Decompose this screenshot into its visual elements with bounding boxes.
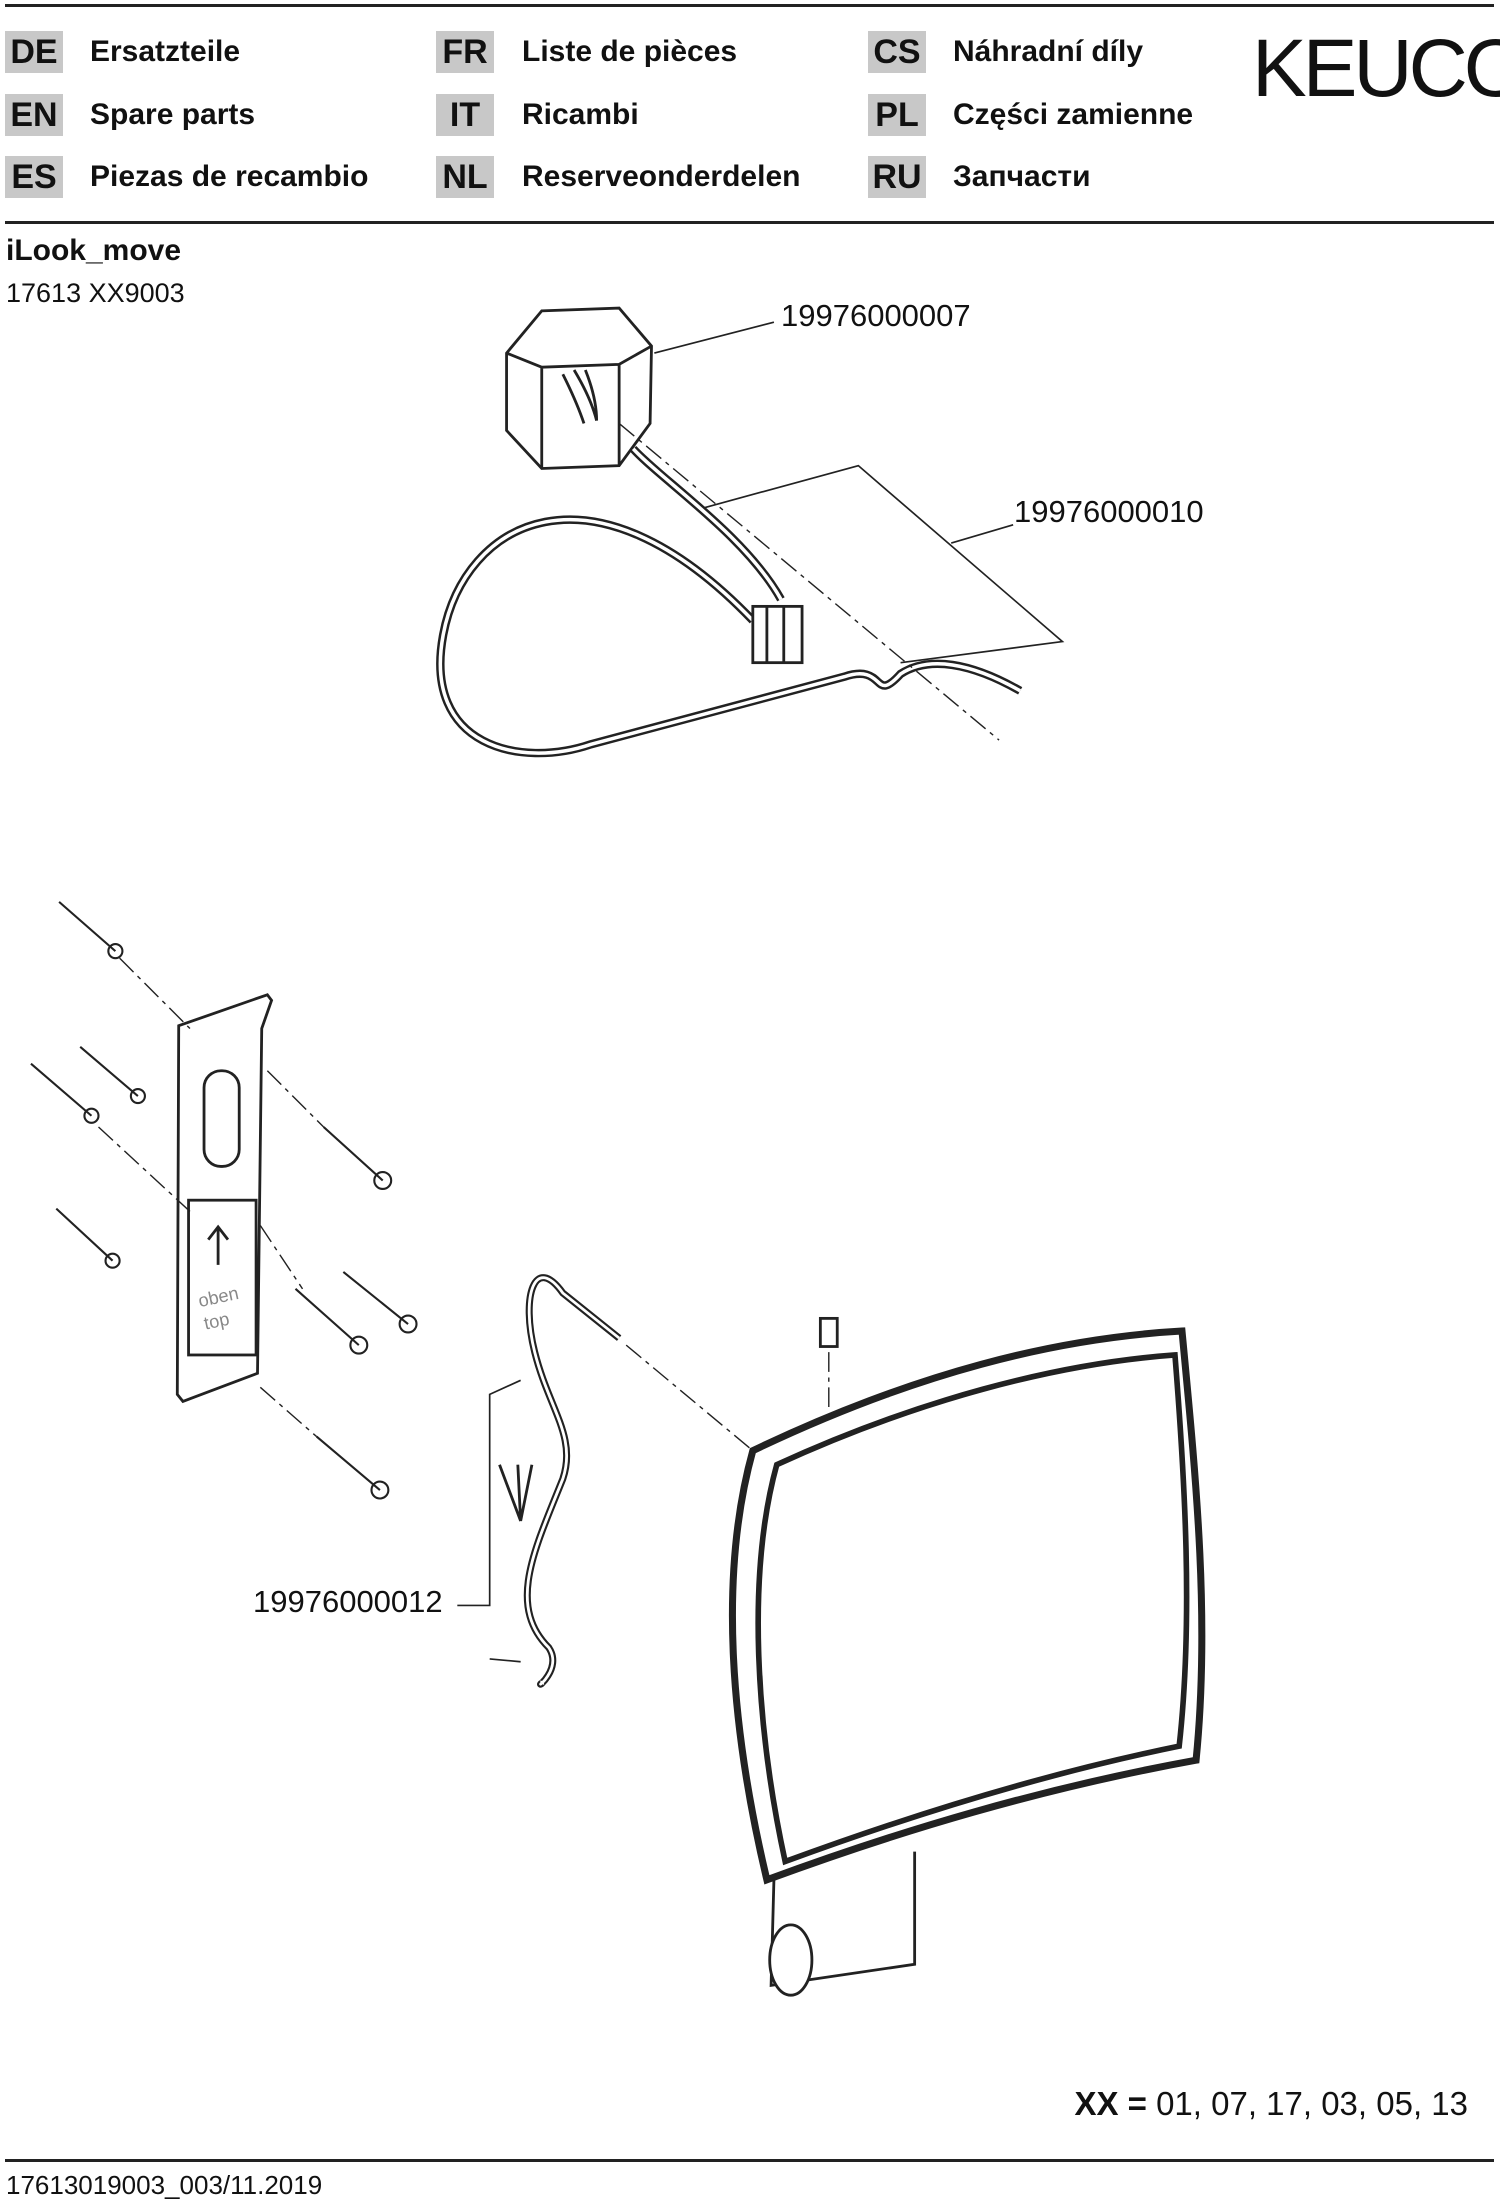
lang-label-cs: Náhradní díly: [953, 35, 1144, 68]
variant-key: XX =: [1074, 2085, 1147, 2122]
leader-012: [457, 1379, 521, 1663]
lang-code-de: DE: [5, 31, 63, 73]
lang-label-en: Spare parts: [90, 98, 256, 131]
mirror: [728, 1327, 1206, 1997]
mirror-cable: [457, 1274, 839, 1688]
variant-values: 01, 07, 17, 03, 05, 13: [1156, 2085, 1468, 2122]
centerline: [618, 422, 1000, 741]
leader-010: [703, 464, 1065, 664]
mounting-plate: oben top: [175, 993, 274, 1404]
lang-label-de: Ersatzteile: [90, 35, 241, 68]
part-number-19976000007: 19976000007: [781, 298, 971, 333]
svg-text:top: top: [202, 1308, 231, 1334]
lang-label-fr: Liste de pièces: [522, 35, 738, 68]
top-rule: [5, 4, 1494, 7]
part-number-19976000012: 19976000012: [253, 1584, 443, 1619]
junction-box: [505, 306, 653, 470]
lang-code-it: IT: [436, 94, 494, 136]
keuco-logo: KEUCO: [1252, 23, 1500, 114]
lang-label-es: Piezas de recambio: [90, 160, 369, 193]
product-name: iLook_move: [6, 234, 182, 267]
lang-code-ru: RU: [868, 156, 926, 198]
lang-code-cs: CS: [868, 31, 926, 73]
lang-code-es: ES: [5, 156, 63, 198]
lang-code-nl: NL: [436, 156, 494, 198]
document-id: 17613019003_003/11.2019: [6, 2170, 323, 2200]
variant-legend: XX = 01, 07, 17, 03, 05, 13: [1074, 2085, 1468, 2123]
screws-and-dowels: [30, 901, 418, 1500]
header-rule: [5, 221, 1494, 224]
lang-label-ru: Запчасти: [953, 160, 1091, 193]
footer-rule: [5, 2159, 1494, 2162]
part-number-19976000010: 19976000010: [1014, 494, 1204, 529]
cable-loop: [436, 445, 1023, 758]
product-article: 17613 XX9003: [6, 278, 185, 308]
lang-label-nl: Reserveonderdelen: [522, 160, 801, 193]
lang-code-en: EN: [5, 94, 63, 136]
lang-label-pl: Części zamienne: [953, 98, 1194, 131]
lang-code-pl: PL: [868, 94, 926, 136]
lang-code-fr: FR: [436, 31, 494, 73]
lang-label-it: Ricambi: [522, 98, 639, 131]
leader-007: [654, 321, 775, 354]
